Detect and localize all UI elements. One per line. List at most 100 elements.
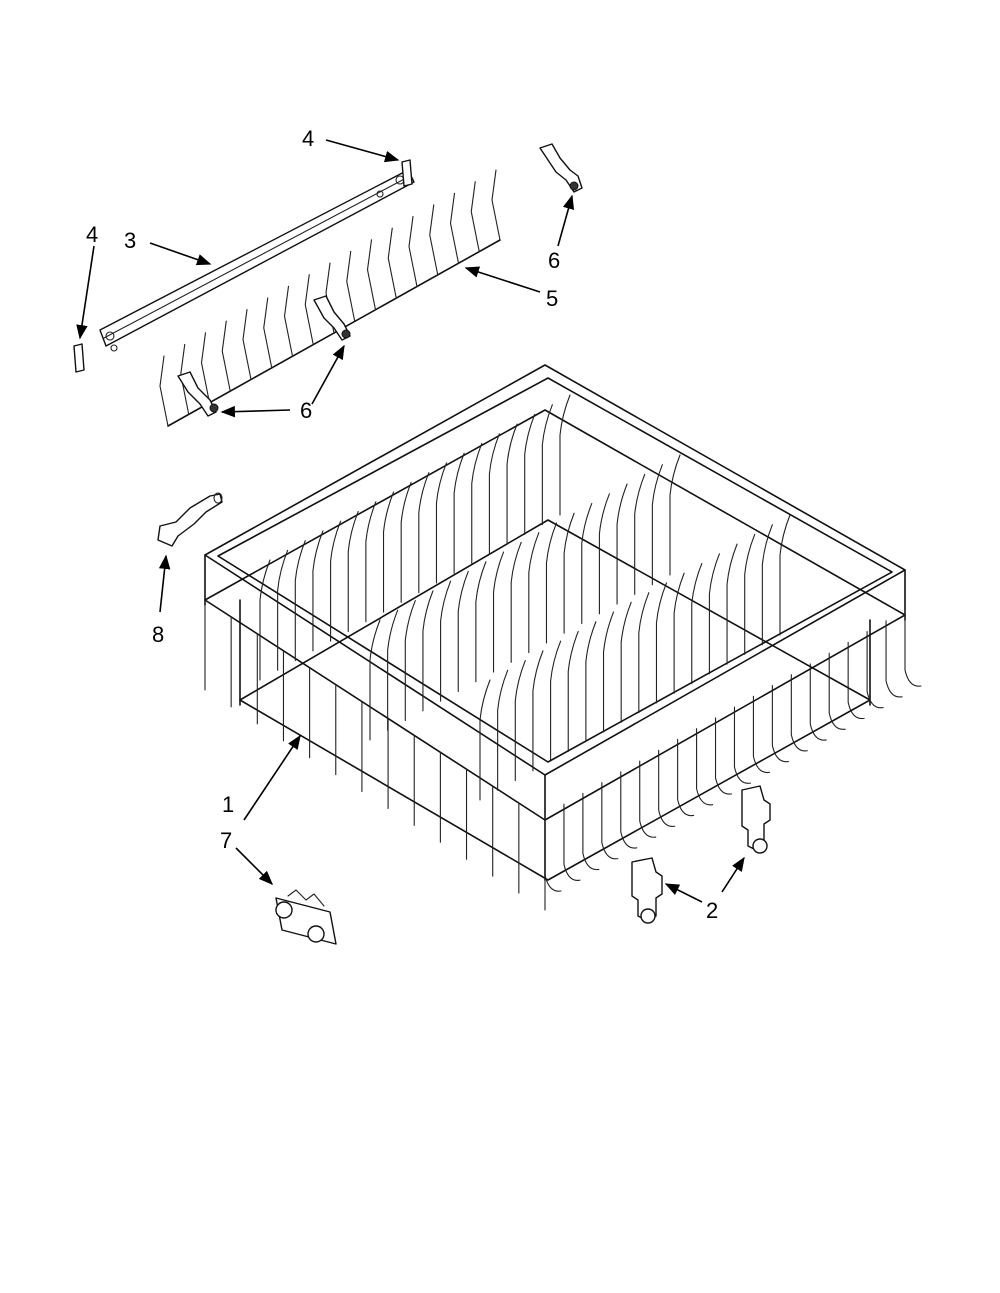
rack-tine — [497, 669, 509, 791]
clip-part — [177, 143, 583, 417]
rack-tine — [691, 562, 703, 685]
rack-tine — [616, 483, 628, 605]
rack-tine — [387, 609, 399, 731]
rack-tine — [294, 540, 306, 662]
tine — [263, 297, 273, 369]
tine — [159, 355, 169, 427]
rack-tine — [708, 553, 720, 675]
rack-tine — [479, 679, 491, 801]
rack-tine — [744, 533, 756, 655]
rack-front-wire — [677, 738, 695, 817]
tine — [366, 239, 377, 311]
leader-6b-1 — [311, 344, 345, 405]
rack-tine — [779, 514, 791, 636]
rack-front-wire — [809, 663, 827, 741]
tine — [283, 285, 294, 357]
tine — [221, 320, 231, 392]
rack-tine — [567, 630, 579, 753]
callout-1: 1 — [222, 792, 234, 817]
tine — [491, 169, 501, 241]
rack-front-wire — [601, 782, 619, 860]
rack-tine — [638, 592, 650, 714]
rack-tine — [312, 530, 324, 652]
end-cap-part — [73, 159, 413, 373]
rack-tine — [492, 551, 505, 673]
tine — [346, 250, 356, 322]
rack-tine — [475, 561, 487, 683]
rack-tine — [382, 491, 395, 613]
rack-tine — [418, 472, 430, 594]
leader-5 — [464, 266, 541, 293]
tine — [470, 181, 480, 253]
rack-tine — [514, 660, 526, 782]
rack-tine — [259, 559, 271, 681]
rack-front-wire — [563, 803, 581, 881]
rack-tine — [471, 442, 483, 565]
rack-front-wire — [771, 684, 789, 763]
tine — [387, 227, 397, 299]
rack-tine — [457, 570, 469, 693]
rack-tine — [585, 621, 597, 743]
rack-tine — [669, 454, 681, 576]
callout-2: 2 — [706, 898, 718, 923]
rack-tine — [651, 464, 663, 586]
callout-8: 8 — [152, 622, 164, 647]
leader-6b-2 — [220, 405, 291, 418]
tine — [304, 274, 314, 346]
rack-tine — [559, 394, 571, 516]
rack-part — [204, 364, 922, 911]
rack-front-wire — [752, 695, 770, 774]
rack-front-wire — [639, 760, 657, 838]
leader-7 — [235, 847, 274, 886]
tine-row-part — [159, 169, 501, 427]
rack-tine — [655, 582, 668, 704]
wheel-assembly-part — [631, 785, 771, 924]
rack-tine — [602, 611, 615, 733]
rack-tine — [541, 404, 553, 526]
rack-tine — [453, 452, 465, 574]
rack-tine — [532, 650, 544, 772]
leader-4a — [325, 139, 400, 163]
callout-6-right: 6 — [548, 248, 560, 273]
rack-tine — [506, 423, 518, 545]
rack-tine — [598, 493, 610, 615]
rack-tine — [620, 601, 632, 723]
rack-tine — [528, 532, 540, 654]
rack-tine — [369, 619, 381, 741]
rack-front-wire — [904, 609, 922, 687]
rack-tine — [581, 502, 593, 625]
leader-2-2 — [721, 856, 745, 893]
rack-front-wire — [733, 706, 752, 784]
tine — [408, 215, 418, 288]
leader-lines — [76, 139, 745, 903]
rack-tine — [545, 522, 558, 644]
rack-front-wire — [696, 728, 714, 806]
rack-tine — [435, 462, 448, 584]
rack-tine — [761, 524, 773, 646]
tine — [242, 308, 252, 381]
rail-part — [99, 169, 415, 352]
rack-front-wire — [582, 792, 600, 871]
rack-tine — [726, 543, 738, 665]
rack-front-wire — [847, 641, 865, 720]
callout-4-left: 4 — [86, 222, 98, 247]
rack-tine — [524, 413, 536, 535]
callout-3: 3 — [124, 228, 136, 253]
tine — [449, 192, 460, 264]
leader-1 — [243, 734, 301, 821]
rack-front-wire — [714, 717, 733, 795]
rack-front-wire — [658, 749, 676, 827]
callout-6-mid: 6 — [300, 398, 312, 423]
rack-tine — [277, 549, 289, 671]
wheel-strip-part — [275, 889, 337, 945]
rack-front-wire — [790, 674, 808, 752]
rack-tine — [673, 572, 685, 694]
rack-front-wire — [828, 652, 846, 730]
rack-front-wire — [866, 631, 884, 709]
leader-3 — [149, 242, 212, 266]
callout-4-top: 4 — [302, 126, 314, 151]
callout-5: 5 — [546, 286, 558, 311]
rack-tine — [634, 473, 646, 595]
rack-tine — [365, 501, 377, 623]
